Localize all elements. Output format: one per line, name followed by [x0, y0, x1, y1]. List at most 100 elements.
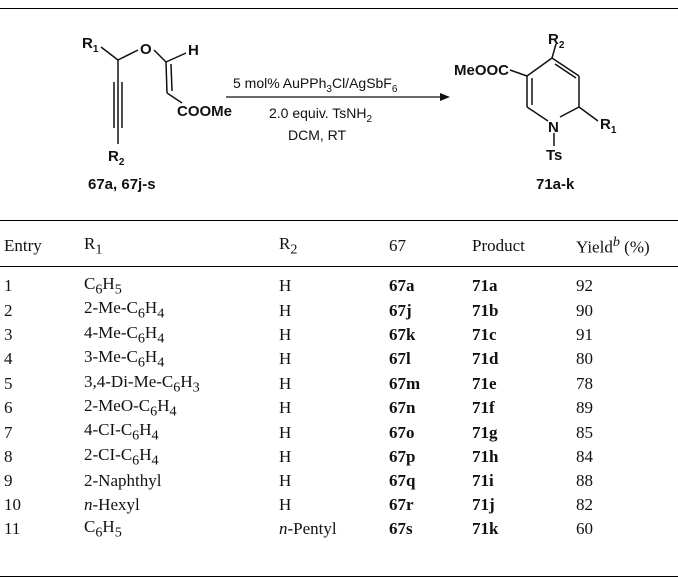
cell-67: 67k — [389, 324, 416, 344]
cell-r2: H — [279, 398, 292, 418]
bond — [166, 92, 183, 104]
cell-67: 67r — [389, 495, 414, 515]
cell-r1: n-Hexyl — [84, 495, 140, 515]
cell-entry: 7 — [4, 422, 13, 442]
cell-r2: H — [279, 324, 292, 344]
product-structure — [509, 43, 599, 146]
product-id-label: 71a-k — [536, 176, 575, 193]
reactant-structure — [100, 46, 187, 144]
cell-67: 67s — [389, 519, 413, 539]
cell-r1: C6H5 — [84, 517, 122, 541]
cell-entry: 3 — [4, 324, 13, 344]
cell-r2: H — [279, 349, 292, 369]
bond — [170, 63, 173, 92]
cell-r2: H — [279, 373, 292, 393]
cell-product: 71j — [472, 495, 495, 515]
cell-r1: 2-CI-C6H4 — [84, 444, 159, 469]
cell-yield: 60 — [576, 519, 593, 539]
cell-product: 71d — [472, 349, 499, 369]
reactant-coome-label: COOMe — [177, 103, 232, 120]
bond — [117, 49, 139, 61]
header-r1: R1 — [84, 233, 103, 258]
cell-yield: 89 — [576, 398, 593, 418]
cell-yield: 85 — [576, 422, 593, 442]
bond — [153, 49, 167, 63]
cell-entry: 4 — [4, 349, 13, 369]
header-yield: Yieldb (%) — [576, 234, 650, 257]
product-n-label: N — [548, 119, 559, 136]
cell-r1: 2-Me-C6H4 — [84, 298, 165, 322]
condition-solvent: DCM, RT — [288, 127, 347, 143]
cell-67: 67a — [389, 276, 415, 296]
condition-catalyst: 5 mol% AuPPh3Cl/AgSbF6 — [233, 75, 398, 95]
cell-entry: 1 — [4, 276, 13, 296]
product-r2-label: R2 — [548, 31, 565, 51]
top-rule — [0, 8, 678, 9]
header-product: Product — [472, 236, 525, 255]
cell-67: 67m — [389, 373, 421, 393]
cell-entry: 6 — [4, 398, 13, 418]
bond — [165, 61, 168, 94]
cell-entry: 5 — [4, 373, 13, 393]
cell-yield: 90 — [576, 300, 593, 320]
product-ts-label: Ts — [546, 147, 562, 164]
cell-product: 71h — [472, 446, 499, 466]
cell-product: 71e — [472, 373, 497, 393]
reactant-r1-label: R1 — [82, 35, 99, 55]
cell-entry: 9 — [4, 471, 13, 491]
cell-67: 67n — [389, 398, 416, 418]
condition-reagent: 2.0 equiv. TsNH2 — [269, 105, 373, 125]
cell-r1: 2-MeO-C6H4 — [84, 395, 177, 420]
header-r2: R2 — [279, 233, 298, 258]
cell-r1: 4-Me-C6H4 — [84, 322, 165, 347]
product-r1-label: R1 — [600, 116, 617, 136]
cell-entry: 10 — [4, 495, 21, 515]
cell-yield: 78 — [576, 373, 593, 393]
ring-bond — [559, 106, 580, 118]
cell-yield: 80 — [576, 349, 593, 369]
cell-r1: C6H5 — [84, 274, 122, 298]
table-header-row: Entry R1 R2 67 Product Yieldb (%) — [0, 226, 678, 266]
cell-67: 67j — [389, 300, 412, 320]
cell-entry: 8 — [4, 446, 13, 466]
reactant-id-label: 67a, 67j-s — [88, 176, 156, 193]
header-67: 67 — [389, 236, 406, 255]
cell-r2: H — [279, 300, 292, 320]
arrow-head — [440, 93, 450, 101]
cell-r1: 2-Naphthyl — [84, 471, 162, 491]
bond — [509, 69, 528, 77]
cell-67: 67p — [389, 446, 416, 466]
reactant-r2-label: R2 — [108, 148, 125, 168]
cell-r2: H — [279, 471, 292, 491]
cell-entry: 2 — [4, 300, 13, 320]
ring-bond — [551, 43, 557, 59]
bond — [100, 46, 119, 61]
cell-product: 71k — [472, 519, 499, 539]
ring-bond — [554, 63, 577, 79]
cell-yield: 88 — [576, 471, 593, 491]
cell-r2: H — [279, 276, 292, 296]
reactant-h-label: H — [188, 42, 199, 59]
cell-r2: H — [279, 495, 292, 515]
header-entry: Entry — [4, 236, 42, 255]
ring-bond — [526, 57, 553, 77]
cell-67: 67q — [389, 471, 416, 491]
header-rule — [0, 266, 678, 267]
cell-product: 71c — [472, 324, 497, 344]
ring-bond — [551, 57, 580, 77]
spacer-row — [0, 266, 678, 274]
cell-product: 71g — [472, 422, 498, 442]
mid-rule — [0, 220, 678, 221]
